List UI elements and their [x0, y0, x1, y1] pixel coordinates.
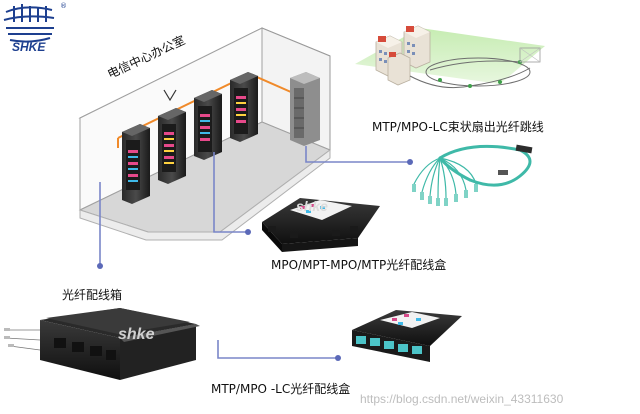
lc-cassette-icon	[352, 310, 462, 362]
source-watermark: https://blog.csdn.net/weixin_43311630	[360, 392, 564, 406]
connector-lines	[99, 146, 410, 359]
rack-cabinet-icon	[122, 72, 320, 204]
registered-mark: ®	[60, 2, 67, 10]
enclosure-brand-mark: shke	[118, 326, 155, 343]
campus-buildings-icon	[355, 25, 545, 89]
lc-cassette-label: MTP/MPO -LC光纤配线盒	[211, 382, 351, 396]
connector-dots	[97, 159, 413, 361]
fanout-cable-label: MTP/MPO-LC束状扇出光纤跳线	[372, 120, 544, 134]
mpo-cassette-label: MPO/MPT-MPO/MTP光纤配线盒	[271, 258, 447, 272]
fiber-enclosure-label: 光纤配线箱	[62, 288, 123, 302]
fiber-fanout-cable-icon	[412, 144, 533, 206]
shke-logo-icon	[3, 4, 55, 43]
mpo-cassette-icon	[262, 198, 380, 252]
cassette-brand-mark: shke	[296, 198, 328, 214]
fiber-enclosure-icon	[4, 308, 200, 380]
brand-name: SHKE	[12, 40, 46, 54]
